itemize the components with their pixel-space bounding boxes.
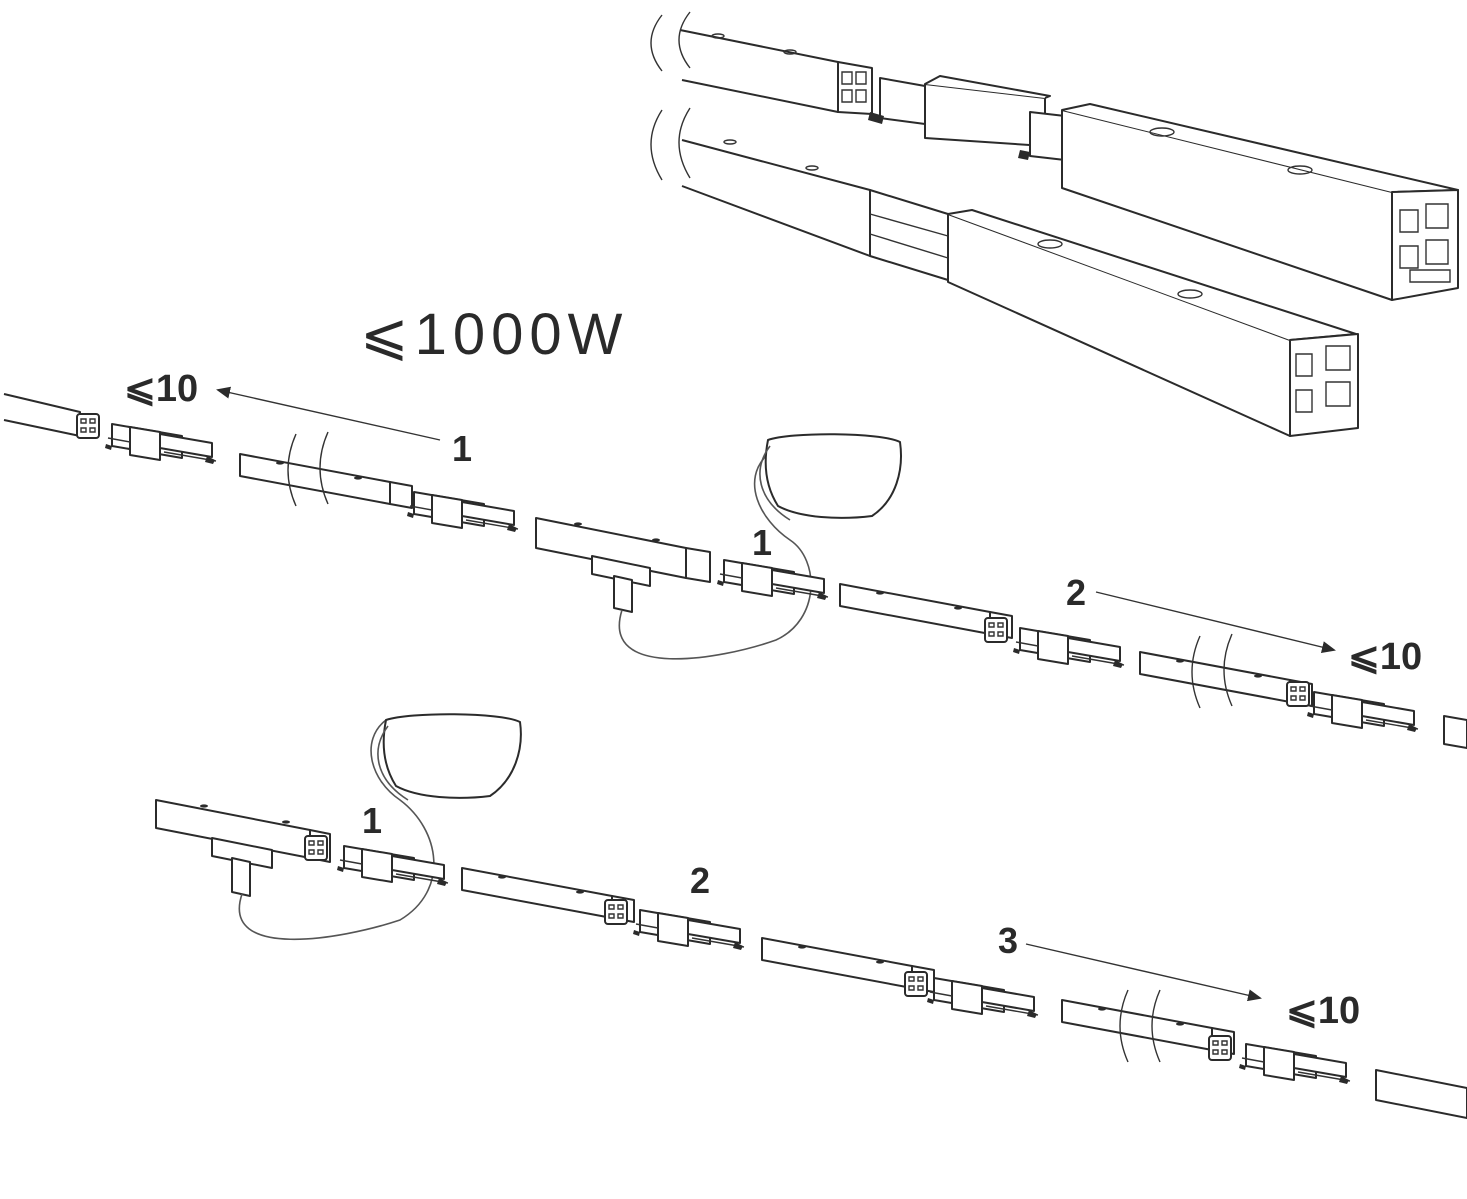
step-1-top: 1 xyxy=(452,428,473,469)
bottom-run xyxy=(155,713,1467,1119)
step-1-middle: 1 xyxy=(752,522,773,563)
t-feeder-icon xyxy=(155,719,435,941)
step-2-middle: 2 xyxy=(1066,572,1087,613)
max-power-label: ⩽1000W xyxy=(360,302,629,367)
power-supply-icon xyxy=(759,433,902,521)
connector-icon xyxy=(104,423,217,465)
power-supply-icon xyxy=(377,713,522,801)
step-1-bottom: 1 xyxy=(362,800,383,841)
step-3-bottom: 3 xyxy=(998,920,1019,961)
middle-run xyxy=(3,386,1467,749)
max-count-label-bottom: ⩽10 xyxy=(1286,990,1361,1032)
track-profile-icon xyxy=(650,11,1459,437)
t-feeder-icon xyxy=(535,453,812,660)
max-count-label-middle: ⩽10 xyxy=(1348,636,1423,678)
arrow-icon xyxy=(216,386,441,441)
step-2-bottom: 2 xyxy=(690,860,711,901)
max-count-label-top: ⩽10 xyxy=(124,368,199,410)
